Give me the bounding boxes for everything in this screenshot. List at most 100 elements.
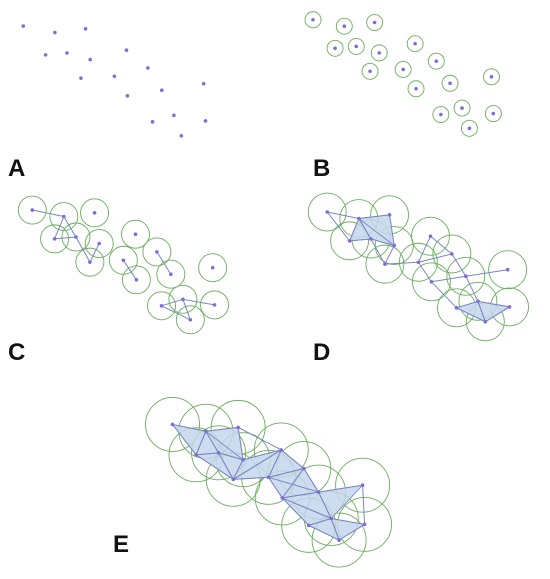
panel-c-point-12 <box>210 265 215 270</box>
panel-e-point-11 <box>316 490 321 494</box>
panel-e-edge-30 <box>237 426 282 451</box>
panel-d-edge-0 <box>327 211 359 220</box>
panel-b-ball-14 <box>453 99 471 117</box>
panel-c-point-7 <box>121 258 126 263</box>
panel-d-edge-13 <box>384 261 419 265</box>
panel-e-edge-24 <box>281 497 310 526</box>
panel-d-ball-5 <box>374 226 414 265</box>
panel-e-ball-16 <box>311 512 367 568</box>
panel-e <box>145 396 393 568</box>
panel-c-point-11 <box>169 272 173 277</box>
panel-b-point-11 <box>448 81 452 86</box>
panel-b-ball-2 <box>366 14 384 31</box>
panel-e-edge-19 <box>308 518 332 526</box>
panel-c-point-14 <box>181 297 185 302</box>
panel-e-edge-4 <box>205 431 219 454</box>
panel-a-point-12 <box>201 81 206 86</box>
panel-c-ball-4 <box>61 222 91 252</box>
panel-d-edge-15 <box>431 275 466 283</box>
panel-c-edge-4 <box>75 236 91 263</box>
panel-d-ball-3 <box>330 221 370 261</box>
panel-c-ball-3 <box>40 224 70 254</box>
panel-b-ball-11 <box>441 74 459 92</box>
panel-c-ball-2 <box>80 198 110 228</box>
panel-e-point-14 <box>329 516 334 521</box>
panel-b-ball-16 <box>460 119 478 137</box>
panel-a-point-14 <box>172 113 176 118</box>
panel-e-edge-29 <box>362 485 366 525</box>
panel-c-ball-16 <box>175 305 205 335</box>
panel-b <box>304 11 502 137</box>
panel-a-point-16 <box>179 133 184 138</box>
panel-d-edge-2 <box>326 211 350 242</box>
panel-c-ball-6 <box>121 219 150 249</box>
panel-e-edge-9 <box>232 459 244 480</box>
panel-d-ball-12 <box>488 250 528 290</box>
panel-e-point-7 <box>266 475 271 480</box>
panel-b-point-12 <box>489 75 494 79</box>
panel-c-edge-2 <box>63 216 77 238</box>
panel-e-point-5 <box>241 457 245 462</box>
panel-d-ball-14 <box>458 281 498 321</box>
panel-c <box>17 195 229 335</box>
panel-d-point-13 <box>454 306 459 310</box>
panel-b-ball-1 <box>335 17 353 35</box>
panel-c-point-3 <box>52 237 57 241</box>
panel-e-edge-7 <box>218 452 244 461</box>
panel-b-point-15 <box>491 111 496 116</box>
panel-b-ball-6 <box>406 35 424 53</box>
panel-e-edge-8 <box>218 452 234 480</box>
panel-d-point-7 <box>416 260 421 265</box>
panel-c-edge-3 <box>54 236 77 240</box>
panel-e-point-13 <box>306 523 311 528</box>
panel-d-point-6 <box>428 234 433 239</box>
panel-e-edge-16 <box>268 477 283 499</box>
panel-e-edge-10 <box>280 449 305 469</box>
panel-b-point-3 <box>333 46 337 51</box>
panel-a-point-0 <box>21 24 26 28</box>
panel-e-point-4 <box>216 451 221 455</box>
panel-d-point-8 <box>450 252 454 256</box>
panel-e-edge-21 <box>330 518 340 541</box>
panel-label-b: B <box>313 155 330 182</box>
panel-label-c: C <box>8 339 25 366</box>
panel-e-point-15 <box>362 522 367 527</box>
panel-e-edge-23 <box>338 523 365 541</box>
panel-c-ball-10 <box>121 265 151 295</box>
panel-c-ball-13 <box>147 291 176 321</box>
panel-a-point-11 <box>160 88 164 93</box>
panel-e-edge-0 <box>172 423 206 432</box>
panel-e-point-2 <box>236 425 240 430</box>
panel-e-edge-1 <box>205 426 239 432</box>
panel-e-edge-28 <box>282 497 332 519</box>
panel-d-edge-4 <box>358 218 372 240</box>
panel-d-ball-8 <box>432 234 472 274</box>
panel-d-point-3 <box>347 239 352 243</box>
panel-e-point-8 <box>302 466 306 471</box>
panel-d-ball-0 <box>307 192 347 232</box>
panel-d-point-10 <box>429 279 434 284</box>
panel-b-ball-15 <box>484 105 502 123</box>
panel-d-point-16 <box>483 319 488 324</box>
panel-d-edge-6 <box>389 214 395 246</box>
panel-label-e: E <box>113 531 129 558</box>
panel-b-point-10 <box>414 86 418 91</box>
panel-b-ball-13 <box>432 106 450 123</box>
panel-d-ball-6 <box>411 216 450 256</box>
panel-c-point-9 <box>88 260 92 264</box>
panel-e-point-12 <box>360 483 365 488</box>
panel-c-point-5 <box>97 241 102 246</box>
panel-e-edge-20 <box>331 518 365 525</box>
panel-c-point-15 <box>212 303 217 307</box>
panel-e-edge-3 <box>195 431 207 456</box>
panel-e-point-9 <box>231 477 236 482</box>
panel-d-edge-22 <box>456 307 486 323</box>
panel-a-point-13 <box>150 120 155 124</box>
panel-b-ball-0 <box>304 11 322 29</box>
panel-a-point-15 <box>203 119 208 123</box>
panel-e-edge-5 <box>195 452 219 456</box>
panel-b-point-1 <box>342 24 347 29</box>
panel-a-point-8 <box>146 66 150 70</box>
panel-e-edge-17 <box>318 484 363 493</box>
panel-e-edge-15 <box>282 491 319 499</box>
